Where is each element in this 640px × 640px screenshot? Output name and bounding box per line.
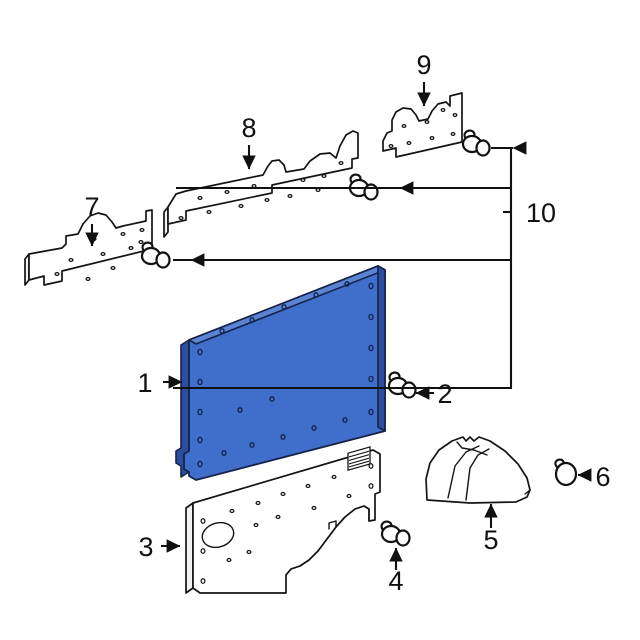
clip-10-lower[interactable] [140, 241, 171, 269]
callout-label-10: 10 [526, 198, 556, 228]
callout-label-5: 5 [483, 525, 498, 555]
callout-label-4: 4 [388, 566, 403, 596]
part-9-bracket-panel[interactable] [382, 92, 463, 158]
clip-10-upper[interactable] [461, 129, 491, 157]
clip-part-2[interactable] [387, 371, 417, 399]
part-9-fastener-holes [388, 107, 458, 149]
callout-label-7: 7 [84, 192, 99, 222]
part-5-wheelhouse-cover[interactable] [425, 436, 531, 504]
callout-leaders [85, 82, 592, 570]
callout-label-6: 6 [595, 462, 610, 492]
clip-part-6[interactable] [554, 458, 578, 487]
part-3-vent-grille [347, 446, 371, 472]
part-3-fastener-holes [200, 463, 374, 584]
callout-label-2: 2 [437, 379, 452, 409]
callout-label-3: 3 [138, 532, 153, 562]
callout-numbers: 1 2 3 4 5 6 7 8 9 10 [84, 50, 610, 596]
callout-label-1: 1 [137, 368, 152, 398]
part-8-upper-trim-molding[interactable] [163, 130, 359, 238]
callout-label-8: 8 [241, 113, 256, 143]
callout-label-9: 9 [416, 50, 431, 80]
part-3-rear-quarter-trim-panel[interactable] [185, 446, 381, 594]
clip-part-4[interactable] [380, 520, 411, 547]
part-1-fastener-holes [197, 281, 374, 468]
part-3-access-hole [201, 521, 235, 549]
part-1-quarter-trim-panel-highlighted[interactable] [175, 265, 386, 481]
callout-10-bracket [173, 141, 527, 390]
